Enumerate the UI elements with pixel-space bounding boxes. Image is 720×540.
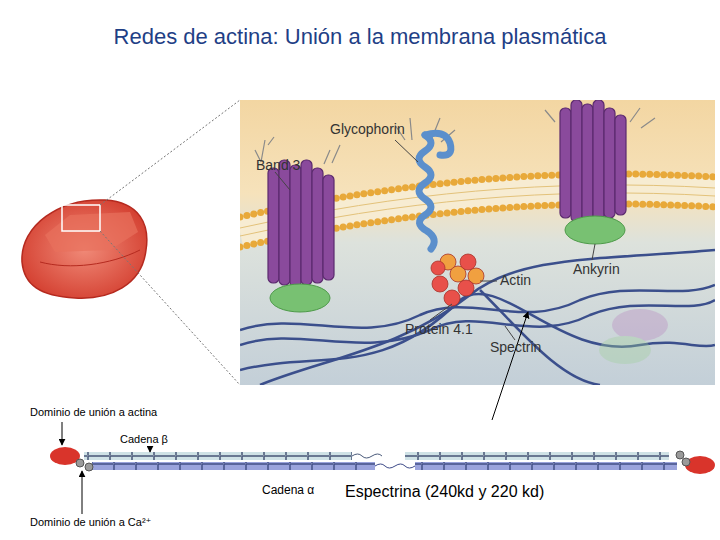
red-blood-cell xyxy=(22,200,147,298)
spectrin-schematic xyxy=(50,447,715,474)
chain-label: Cadena α xyxy=(262,484,314,498)
molecule-caption: Espectrina (240kd y 220 kd) xyxy=(345,483,544,501)
slide-title: Redes de actina: Unión a la membrana pla… xyxy=(0,24,720,49)
membrane-inset xyxy=(240,100,715,385)
protein-label: Glycophorin xyxy=(330,121,405,137)
zoom-line xyxy=(100,100,240,205)
chain-label: Cadena β xyxy=(120,433,168,446)
protein-label: Actin xyxy=(500,272,531,288)
domain-label: Dominio de unión a actina xyxy=(30,406,157,419)
protein-label: Ankyrin xyxy=(573,261,620,277)
zoom-line xyxy=(100,231,240,385)
protein-label: Spectrin xyxy=(490,339,541,355)
protein-label: Band 3 xyxy=(256,157,300,173)
domain-label: Dominio de unión a Ca²⁺ xyxy=(30,516,151,529)
protein-label: Protein 4.1 xyxy=(405,321,473,337)
